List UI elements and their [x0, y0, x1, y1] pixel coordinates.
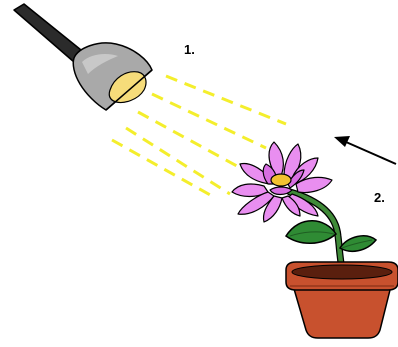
light-ray: [152, 94, 266, 148]
light-ray: [112, 140, 212, 196]
arrow-shaft: [346, 142, 396, 164]
marker-label-2: 2.: [374, 190, 385, 205]
lamp-handle: [14, 4, 86, 62]
pot-soil: [292, 265, 392, 279]
flower-pot-icon: [286, 262, 398, 338]
arrow-head: [334, 136, 350, 147]
lamp-icon: [14, 4, 152, 110]
arrow-icon: [334, 136, 396, 164]
marker-label-1: 1.: [184, 42, 195, 57]
flower-icon: [232, 142, 332, 222]
flower-center: [271, 174, 291, 186]
light-ray: [126, 128, 230, 194]
light-ray: [166, 76, 286, 124]
